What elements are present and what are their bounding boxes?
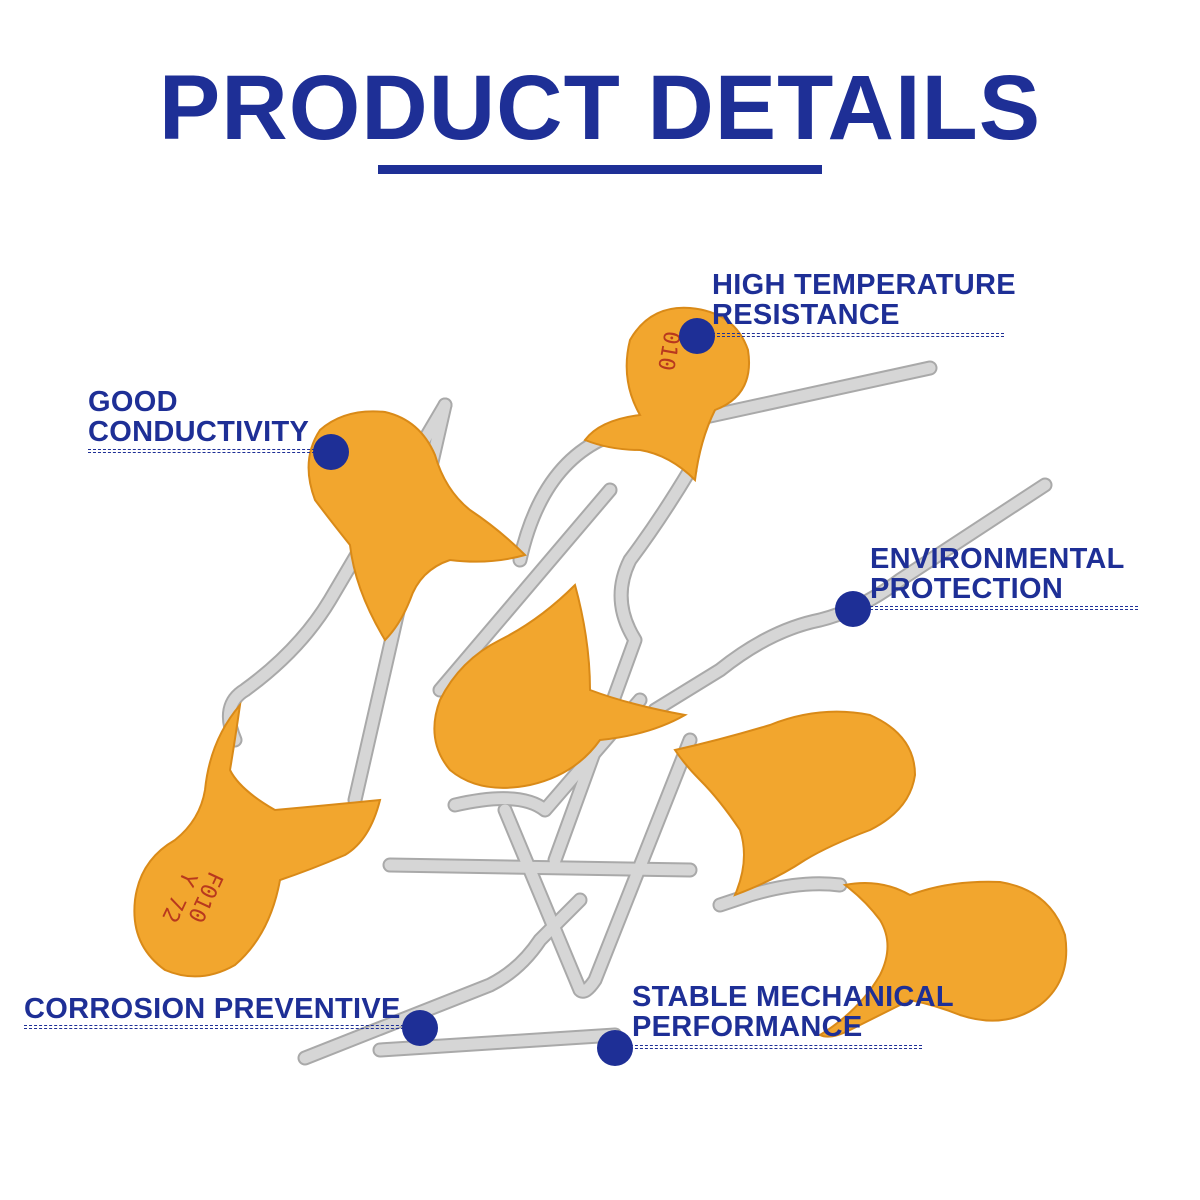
capacitor-right-middle xyxy=(673,710,917,897)
feature-mechanical-line2: PERFORMANCE xyxy=(632,1011,863,1043)
feature-mechanical-divider xyxy=(620,1045,922,1049)
capacitor-center xyxy=(433,583,688,789)
feature-environmental-line2: PROTECTION xyxy=(870,573,1064,605)
feature-mechanical-line1: STABLE MECHANICAL xyxy=(632,981,954,1013)
feature-environmental-dot xyxy=(835,591,871,627)
feature-environmental-divider xyxy=(870,606,1138,610)
feature-environmental-line1: ENVIRONMENTAL xyxy=(870,543,1125,575)
capacitor-upper-left xyxy=(307,410,527,642)
feature-high-temperature-line1: HIGH TEMPERATURE xyxy=(712,269,1016,301)
feature-corrosion-label: CORROSION PREVENTIVE xyxy=(24,994,401,1024)
feature-high-temperature-line2: RESISTANCE xyxy=(712,299,900,331)
feature-conductivity-dot xyxy=(313,434,349,470)
feature-conductivity-line2: CONDUCTIVITY xyxy=(88,416,310,448)
feature-corrosion-dot xyxy=(402,1010,438,1046)
feature-conductivity-line1: GOOD xyxy=(88,386,178,418)
capacitor-lower-left xyxy=(133,701,382,978)
feature-high-temperature-label: HIGH TEMPERATURE RESISTANCE xyxy=(712,270,1016,330)
title-underline xyxy=(378,165,822,174)
feature-conductivity-divider xyxy=(88,449,330,453)
capacitor-bodies xyxy=(133,306,1068,1038)
feature-environmental-label: ENVIRONMENTAL PROTECTION xyxy=(870,544,1125,604)
capacitor-lower-right xyxy=(817,880,1068,1038)
feature-corrosion-line1: CORROSION PREVENTIVE xyxy=(24,993,401,1025)
feature-mechanical-dot xyxy=(597,1030,633,1066)
feature-high-temperature-divider xyxy=(712,333,1004,337)
capacitor-top xyxy=(583,306,750,483)
feature-conductivity-label: GOOD CONDUCTIVITY xyxy=(88,387,309,447)
page-title: PRODUCT DETAILS xyxy=(158,57,1042,159)
feature-mechanical-label: STABLE MECHANICAL PERFORMANCE xyxy=(632,982,954,1042)
feature-corrosion-divider xyxy=(24,1025,414,1029)
feature-high-temperature-dot xyxy=(679,318,715,354)
